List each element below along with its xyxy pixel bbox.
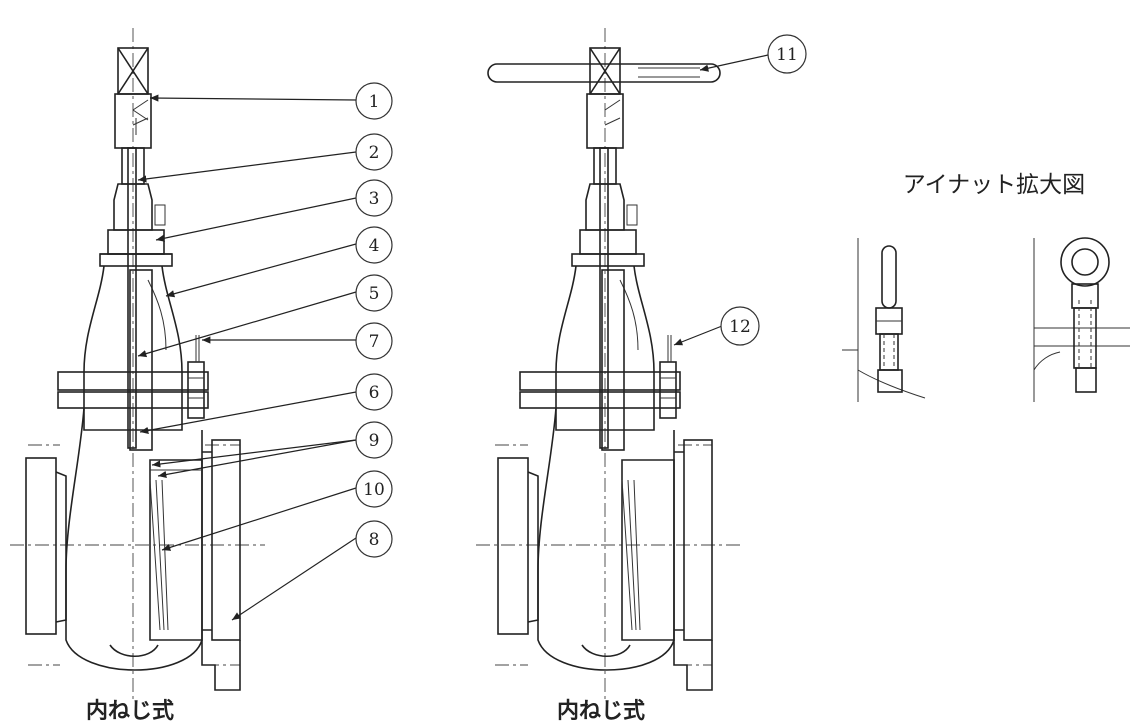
callout-7: 7: [355, 322, 393, 360]
svg-text:12: 12: [729, 317, 751, 337]
svg-text:6: 6: [369, 383, 380, 403]
callout-2: 2: [355, 133, 393, 171]
eye-nut-detail-side: [842, 238, 926, 402]
svg-text:11: 11: [776, 45, 798, 65]
left-valve-view: [10, 28, 265, 700]
svg-text:7: 7: [369, 332, 380, 352]
svg-text:9: 9: [369, 431, 380, 451]
callout-6: 6: [355, 373, 393, 411]
eye-nut-detail-front: [1033, 237, 1130, 402]
left-view-caption: 内ねじ式: [86, 699, 174, 724]
svg-text:5: 5: [369, 284, 380, 304]
callout-10: 10: [355, 470, 393, 508]
svg-text:1: 1: [369, 92, 380, 112]
svg-text:10: 10: [363, 480, 385, 500]
callout-4: 4: [355, 226, 393, 264]
eye-nut-detail-title: アイナット拡大図: [903, 172, 1085, 198]
callout-11: 11: [767, 34, 807, 74]
callout-3: 3: [355, 179, 393, 217]
callout-12: 12: [720, 306, 760, 346]
svg-text:4: 4: [369, 236, 380, 256]
callout-9: 9: [355, 421, 393, 459]
svg-text:3: 3: [369, 189, 380, 209]
callout-5: 5: [355, 274, 393, 312]
leader-lines: [137, 54, 769, 621]
middle-valve-view: [476, 28, 740, 700]
svg-text:2: 2: [369, 143, 380, 163]
middle-view-caption: 内ねじ式: [557, 699, 645, 724]
svg-text:8: 8: [369, 530, 380, 550]
callout-1: 1: [355, 82, 393, 120]
callout-8: 8: [355, 520, 393, 558]
